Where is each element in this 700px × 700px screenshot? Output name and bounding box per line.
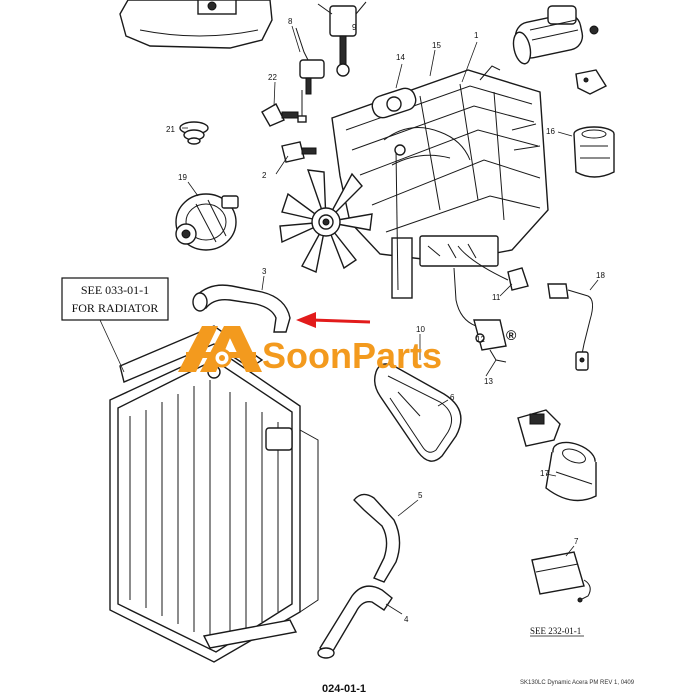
part-number-1: 1: [474, 31, 479, 40]
part-number-labels: 1 2 3 4 5 6 7 8 9 10 11 12 13 14 15 16 1…: [166, 17, 605, 624]
sensor-reference: SEE 232-01-1: [530, 626, 584, 637]
part-number-7: 7: [574, 537, 579, 546]
page-code: 024-01-1: [322, 683, 366, 695]
sensor-11: [457, 245, 529, 291]
fuel-filter: [517, 409, 597, 502]
fan-belt: [373, 363, 462, 462]
sensor-2: [281, 141, 317, 163]
registered-mark: ®: [506, 327, 517, 343]
part-number-14: 14: [396, 53, 405, 62]
controller-module: [531, 551, 591, 603]
alternator: [175, 193, 239, 251]
part-number-5: 5: [418, 491, 423, 500]
part-number-16: 16: [546, 127, 555, 136]
part-number-19: 19: [178, 173, 187, 182]
part-number-2: 2: [262, 171, 267, 180]
sensor-8: [295, 27, 325, 123]
diagram-footer: 024-01-1 SK130LC Dynamic Acera PM REV 1,…: [322, 680, 635, 695]
part-number-8: 8: [288, 17, 293, 26]
thermostat-housing: [317, 1, 367, 77]
cooling-fan: [279, 169, 373, 273]
lower-hose: [317, 493, 401, 659]
part-number-11: 11: [492, 293, 501, 302]
part-number-12: 12: [476, 335, 485, 344]
soonparts-brand-text: SoonParts: [262, 335, 442, 376]
starter-motor: [512, 5, 599, 65]
footer-note: SK130LC Dynamic Acera PM REV 1, 0409: [520, 680, 635, 686]
part-number-3: 3: [262, 267, 267, 276]
part-number-10: 10: [416, 325, 425, 334]
part-number-9: 9: [352, 23, 357, 32]
clamp-21: [179, 121, 209, 145]
part-number-15: 15: [432, 41, 441, 50]
sensor-22: [261, 103, 299, 127]
sensor-reference-text: SEE 232-01-1: [530, 626, 581, 636]
part-number-17: 17: [540, 469, 549, 478]
part-number-4: 4: [404, 615, 409, 624]
leader-lines: [182, 25, 599, 615]
radiator-reference-box: SEE 033-01-1 FOR RADIATOR: [61, 277, 169, 373]
reference-line-2: FOR RADIATOR: [72, 301, 159, 315]
part-number-13: 13: [484, 377, 493, 386]
reference-line-1: SEE 033-01-1: [81, 283, 149, 297]
radiator: [109, 325, 319, 663]
oil-filter: [573, 126, 615, 178]
upper-hose: [192, 284, 291, 333]
sensor-18: [547, 283, 594, 371]
red-arrow: [296, 312, 371, 328]
part-number-21: 21: [166, 125, 175, 134]
soonparts-logo-icon: [178, 326, 262, 372]
wire-harness: [453, 267, 507, 363]
soonparts-watermark: SoonParts ®: [178, 326, 517, 376]
bracket-part: [575, 69, 608, 95]
engine-cover: [119, 0, 273, 49]
part-number-18: 18: [596, 271, 605, 280]
part-number-6: 6: [450, 393, 455, 402]
engine-assembly: [331, 65, 549, 299]
part-number-22: 22: [268, 73, 277, 82]
